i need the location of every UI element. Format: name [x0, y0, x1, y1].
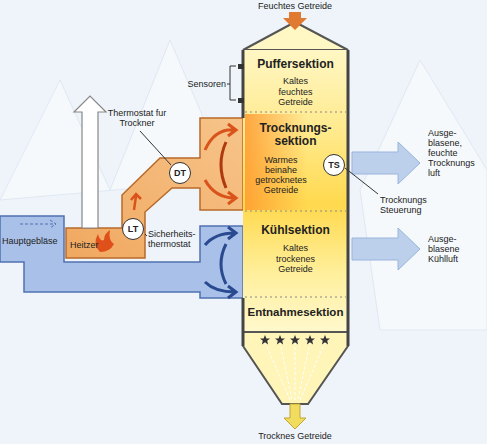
section-body: Warmes beinahe getrocknetes Getreide: [249, 155, 313, 195]
sensor-circle: LT: [122, 218, 144, 240]
section-heading: Trocknungs- sektion: [243, 122, 348, 149]
leader-line: [145, 234, 147, 236]
sensor-tag: LT: [128, 224, 138, 234]
hot-air-arrow: [205, 124, 236, 150]
section-heading: Entnahmesektion: [243, 306, 348, 319]
annotation-label: Feuchtes Getreide: [245, 1, 345, 11]
silo-hopper: [243, 332, 348, 404]
hot-air-arrow: [131, 194, 141, 210]
annotation-label: Trocknes Getreide: [245, 431, 345, 441]
annotation-label: Sicherheits- thermostat: [148, 229, 200, 249]
annotation-label: Hauptgebläse: [2, 236, 64, 246]
sensor-circle: DT: [169, 162, 191, 184]
cold-air-arrow: [221, 244, 226, 284]
grain-out-arrow: [284, 404, 306, 429]
sensor-tag: DT: [174, 168, 186, 178]
annotation-label: Sensoren: [178, 79, 226, 89]
cold-air-arrow: [205, 282, 236, 298]
annotation-label: Ausge- blasene, feuchte Trocknungs luft: [428, 128, 484, 178]
discharge-paths: [265, 342, 325, 400]
sensor: [238, 64, 244, 69]
annotation-label: Thermostat fur Trockner: [105, 108, 169, 128]
discharge-augers: [260, 335, 330, 344]
exhaust-chimney: [74, 96, 106, 228]
silo-walls: [243, 50, 348, 346]
blower-arrow: [20, 220, 56, 228]
sensor-bracket: [227, 66, 236, 100]
exhaust-arrow: [352, 142, 420, 184]
cold-air-arrow: [205, 227, 236, 245]
section-band: PuffersektionKaltes feuchtes Getreide: [243, 54, 348, 112]
leader-line: [140, 131, 171, 165]
section-heading: Puffersektion: [243, 58, 348, 71]
section-band: Trocknungs- sektionWarmes beinahe getroc…: [243, 114, 348, 210]
annotation-label: Ausge- blasene Kühlluft: [428, 234, 484, 264]
annotation-label: Heitzer: [70, 240, 110, 250]
exhaust-arrow: [352, 228, 420, 270]
section-body: Kaltes feuchtes Getreide: [266, 76, 326, 106]
annotation-label: Trocknungs Steuerung: [380, 195, 442, 215]
leader-line: [345, 168, 378, 194]
hot-air-arrow: [221, 142, 226, 188]
hot-air-arrow: [205, 180, 236, 204]
sensor: [238, 98, 244, 103]
section-band: Entnahmesektion: [243, 299, 348, 329]
sensor-circle: TS: [323, 154, 345, 176]
grain-in-arrow: [283, 12, 307, 30]
section-body: Kaltes trockenes Getreide: [266, 243, 326, 273]
silo-body: [243, 50, 348, 332]
section-heading: Kühlsektion: [243, 224, 348, 237]
section-band: KühlsektionKaltes trockenes Getreide: [243, 212, 348, 296]
sensor-tag: TS: [328, 160, 340, 170]
